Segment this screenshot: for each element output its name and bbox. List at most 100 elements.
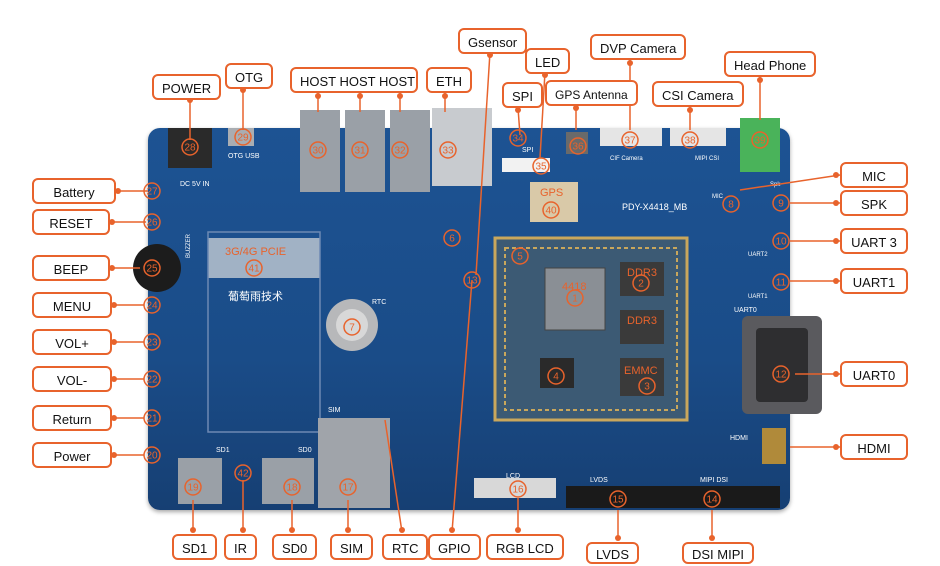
marker-circle-31 xyxy=(351,141,369,159)
marker-circle-33 xyxy=(439,141,457,159)
marker-number-16: 16 xyxy=(512,485,524,496)
mic-silk: MIC xyxy=(712,194,724,200)
marker-number-21: 21 xyxy=(146,414,158,425)
marker-number-41: 41 xyxy=(248,264,260,275)
marker-circle-8 xyxy=(722,195,740,213)
rtc-battery-inner xyxy=(336,309,368,341)
label-csi-camera: CSI Camera xyxy=(652,81,744,107)
marker-circle-39 xyxy=(751,131,769,149)
pmic-chip xyxy=(540,358,574,388)
label-head-phone: Head Phone xyxy=(724,51,817,77)
marker-circle-3 xyxy=(638,377,656,395)
label-dsi-mipi: DSI MIPI xyxy=(682,542,755,564)
marker-circle-37 xyxy=(621,131,639,149)
marker-circle-13 xyxy=(463,271,481,289)
marker-number-23: 23 xyxy=(146,338,158,349)
cif-connector xyxy=(600,128,662,146)
label-sd0: SD0 xyxy=(272,534,318,560)
lvds-header xyxy=(566,486,668,508)
marker-circle-30 xyxy=(309,141,327,159)
label-ir: IR xyxy=(224,534,257,560)
marker-number-35: 35 xyxy=(535,162,547,173)
marker-circle-16 xyxy=(509,480,527,498)
label-menu: MENU xyxy=(32,292,112,318)
label-sd1: SD1 xyxy=(172,534,218,560)
marker-number-1: 1 xyxy=(572,294,578,305)
ddr-text-b: DDR3 xyxy=(627,315,657,327)
marker-circle-32 xyxy=(391,141,409,159)
marker-circle-9 xyxy=(772,194,790,212)
marker-circle-14 xyxy=(703,490,721,508)
sd1-slot xyxy=(178,458,222,504)
label-uart3: UART 3 xyxy=(840,228,908,254)
cpu-text: 4418 xyxy=(562,281,586,293)
marker-circle-41 xyxy=(245,259,263,277)
marker-circle-42 xyxy=(234,464,252,482)
marker-circle-12 xyxy=(772,365,790,383)
label-led: LED xyxy=(525,48,571,74)
label-beep: BEEP xyxy=(32,255,110,281)
marker-number-36: 36 xyxy=(572,142,584,153)
marker-number-27: 27 xyxy=(146,187,158,198)
label-vol-plus: VOL+ xyxy=(32,329,112,355)
label-power-top: POWER xyxy=(152,74,222,100)
sim-silk: SIM xyxy=(328,407,341,414)
emmc-chip xyxy=(620,358,664,396)
marker-number-4: 4 xyxy=(553,372,559,383)
marker-circle-10 xyxy=(772,232,790,250)
marker-number-15: 15 xyxy=(612,495,624,506)
marker-number-28: 28 xyxy=(184,143,196,154)
marker-number-18: 18 xyxy=(286,483,298,494)
label-eth: ETH xyxy=(426,67,472,93)
usb-host-3 xyxy=(390,110,430,192)
core-module-pins xyxy=(504,247,678,411)
spi-silk: SPI xyxy=(522,147,533,154)
label-lvds: LVDS xyxy=(586,542,639,564)
marker-number-3: 3 xyxy=(644,382,650,393)
lcd-connector xyxy=(474,478,556,498)
marker-number-25: 25 xyxy=(146,264,158,275)
marker-circle-17 xyxy=(339,478,357,496)
dsi-header xyxy=(668,486,780,508)
marker-circle-25 xyxy=(143,259,161,277)
marker-number-19: 19 xyxy=(187,483,199,494)
sim-slot xyxy=(318,418,390,508)
marker-number-38: 38 xyxy=(684,136,696,147)
marker-number-24: 24 xyxy=(146,301,158,312)
label-power-left: Power xyxy=(32,442,112,468)
label-hdmi: HDMI xyxy=(840,434,908,460)
lvds-silk: LVDS xyxy=(590,477,608,484)
label-uart1: UART1 xyxy=(840,268,908,294)
gps-text: GPS xyxy=(540,187,563,199)
label-spk: SPK xyxy=(840,190,908,216)
marker-number-12: 12 xyxy=(775,370,787,381)
hdmi-silk: HDMI xyxy=(730,435,748,442)
marker-number-6: 6 xyxy=(449,234,455,245)
pcie-text: 3G/4G PCIE xyxy=(225,246,286,258)
sd0-slot xyxy=(262,458,314,504)
cif-silk: CIF Camera xyxy=(610,156,643,162)
ddr-text-a: DDR3 xyxy=(627,267,657,279)
marker-circle-21 xyxy=(143,409,161,427)
buzzer-silk: BUZZER xyxy=(186,233,192,258)
marker-circle-18 xyxy=(283,478,301,496)
marker-number-20: 20 xyxy=(146,451,158,462)
marker-number-5: 5 xyxy=(517,252,523,263)
label-vol-minus: VOL- xyxy=(32,366,112,392)
label-rtc: RTC xyxy=(382,534,429,560)
marker-circle-38 xyxy=(681,131,699,149)
marker-circle-20 xyxy=(143,446,161,464)
label-gps-antenna: GPS Antenna xyxy=(545,80,638,106)
marker-number-37: 37 xyxy=(624,136,636,147)
marker-circle-22 xyxy=(143,370,161,388)
sd1-silk: SD1 xyxy=(216,447,230,454)
marker-number-29: 29 xyxy=(237,133,249,144)
marker-circle-24 xyxy=(143,296,161,314)
uart2-silk: UART2 xyxy=(748,252,768,258)
marker-number-10: 10 xyxy=(775,237,787,248)
mipi-dsi-silk: MIPI DSI xyxy=(700,477,728,484)
db9-inner xyxy=(756,328,808,402)
marker-circle-28 xyxy=(181,138,199,156)
